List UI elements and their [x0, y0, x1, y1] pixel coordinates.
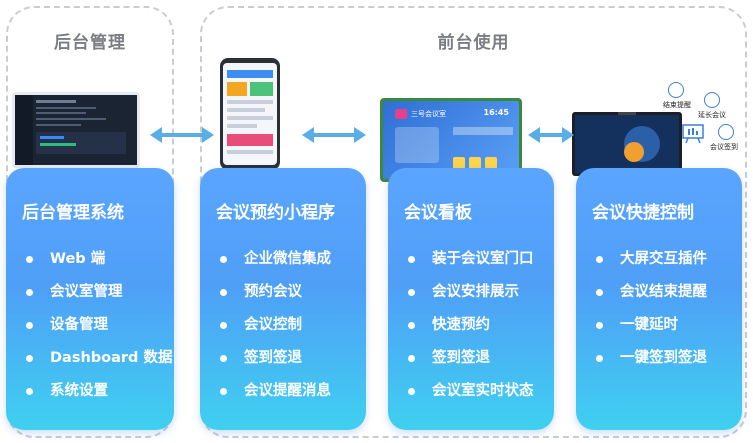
- feature-list: Web 端 会议室管理 设备管理 Dashboard 数据 系统设置: [22, 243, 174, 408]
- feature-item: 会议结束提醒: [592, 276, 742, 309]
- frontend-group-title: 前台使用: [437, 33, 510, 53]
- feature-item: 设备管理: [22, 309, 174, 342]
- feature-item: Web 端: [22, 243, 174, 276]
- feature-list: 企业微信集成 预约会议 会议控制 签到签退 会议提醒消息: [216, 243, 366, 408]
- double-arrow-icon: [528, 127, 574, 143]
- tablet-time: 16:45: [483, 108, 509, 117]
- card-meeting-board: 会议看板 装于会议室门口 会议安排展示 快速预约 签到签退 会议室实时状态: [388, 168, 554, 430]
- card-title: 后台管理系统: [22, 203, 124, 223]
- feature-item: 会议安排展示: [404, 276, 554, 309]
- tablet-room-name: 三号会议室: [411, 110, 446, 118]
- feature-item: 会议室实时状态: [404, 375, 554, 408]
- feature-item: 企业微信集成: [216, 243, 366, 276]
- meeting-large-screen-image: [572, 112, 682, 180]
- end-reminder-icon: [668, 82, 684, 98]
- feature-item: 一键签到签退: [592, 342, 742, 375]
- feature-item: 签到签退: [216, 342, 366, 375]
- meeting-signin-icon: [718, 124, 734, 140]
- feature-item: 大屏交互插件: [592, 243, 742, 276]
- backend-group-title: 后台管理: [54, 33, 126, 53]
- card-backend-system: 后台管理系统 Web 端 会议室管理 设备管理 Dashboard 数据 系统设…: [6, 168, 174, 430]
- feature-item: Dashboard 数据: [22, 342, 174, 375]
- card-quick-control: 会议快捷控制 大屏交互插件 会议结束提醒 一键延时 一键签到签退: [576, 168, 742, 430]
- end-reminder-label: 结束提醒: [663, 101, 691, 109]
- feature-item: 签到签退: [404, 342, 554, 375]
- feature-item: 会议控制: [216, 309, 366, 342]
- feature-item: 系统设置: [22, 375, 174, 408]
- double-arrow-icon: [150, 127, 214, 143]
- extend-meeting-icon: [704, 92, 720, 108]
- card-title: 会议预约小程序: [216, 203, 335, 223]
- feature-item: 一键延时: [592, 309, 742, 342]
- feature-item: 预约会议: [216, 276, 366, 309]
- mini-program-phone-image: [220, 58, 280, 170]
- extend-meeting-label: 延长会议: [698, 111, 726, 119]
- card-mini-program: 会议预约小程序 企业微信集成 预约会议 会议控制 签到签退 会议提醒消息: [200, 168, 366, 430]
- feature-item: 装于会议室门口: [404, 243, 554, 276]
- feature-item: 会议室管理: [22, 276, 174, 309]
- feature-item: 快速预约: [404, 309, 554, 342]
- card-title: 会议快捷控制: [592, 203, 694, 223]
- double-arrow-icon: [302, 127, 366, 143]
- feature-list: 装于会议室门口 会议安排展示 快速预约 签到签退 会议室实时状态: [404, 243, 554, 408]
- card-title: 会议看板: [404, 203, 472, 223]
- admin-dashboard-screen-image: [12, 92, 140, 168]
- feature-item: 会议提醒消息: [216, 375, 366, 408]
- presentation-board-icon: [682, 124, 704, 144]
- meeting-signin-label: 会议签到: [710, 143, 738, 151]
- feature-list: 大屏交互插件 会议结束提醒 一键延时 一键签到签退: [592, 243, 742, 375]
